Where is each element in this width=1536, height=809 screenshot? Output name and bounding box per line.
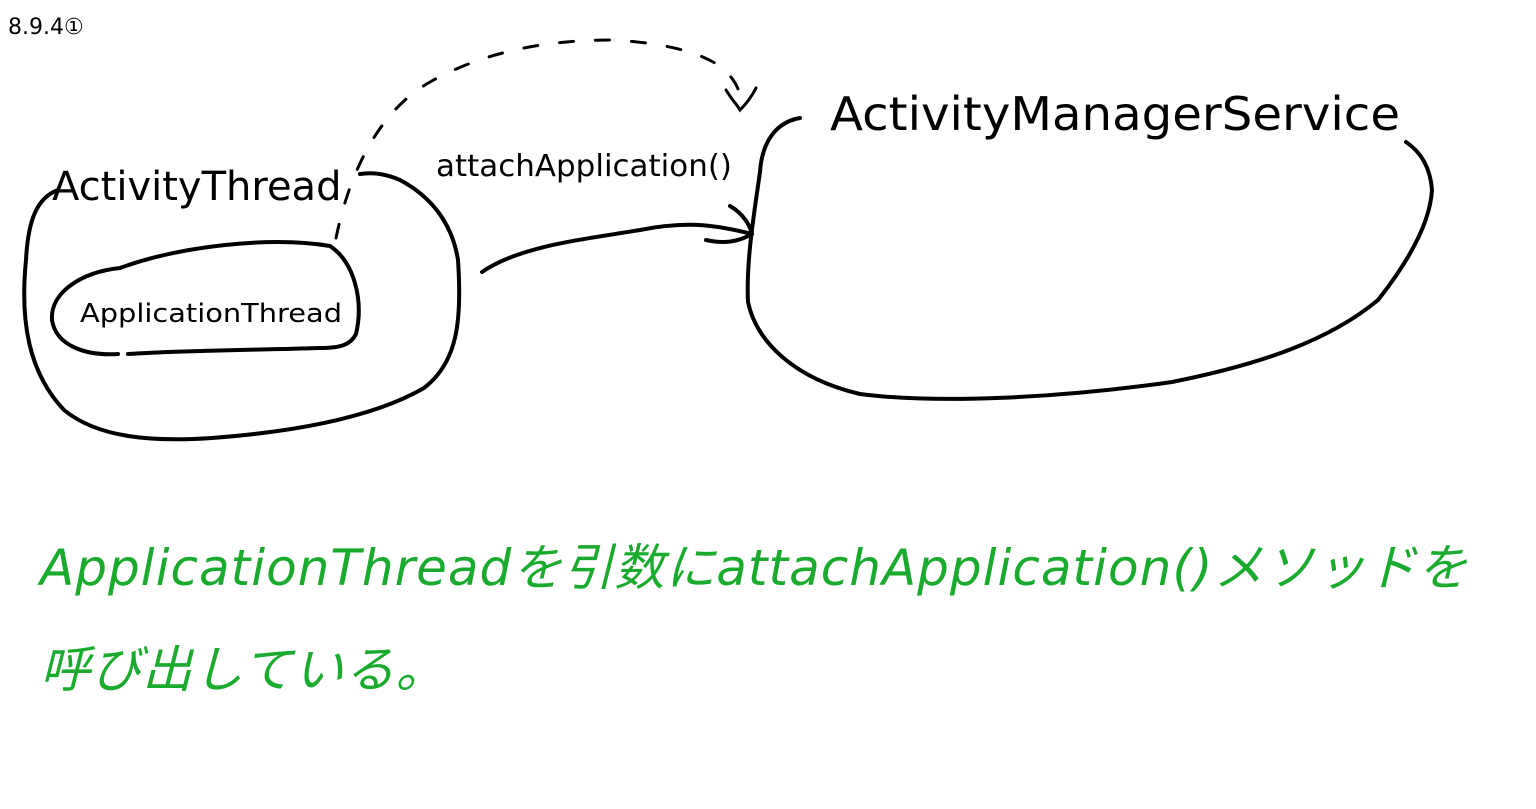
dashed-call-arc [334, 38, 742, 240]
activity-thread-label: ActivityThread [52, 164, 341, 210]
call-arrow-head [704, 204, 754, 244]
call-arrow-line [480, 222, 754, 274]
application-thread-label: ApplicationThread [80, 299, 342, 329]
activity-manager-service-boundary [745, 116, 1434, 401]
note-line-2: 呼び出している。 [40, 641, 447, 699]
activity-manager-service-label: ActivityManagerService [830, 87, 1400, 141]
call-label: attachApplication() [436, 149, 732, 184]
note-line-1: ApplicationThreadを引数にattachApplication()… [40, 539, 1469, 597]
application-thread-boundary [49, 240, 361, 357]
page-label: 8.9.4① [8, 15, 84, 40]
dashed-arc-head [724, 86, 758, 113]
activity-thread-boundary [22, 171, 462, 442]
